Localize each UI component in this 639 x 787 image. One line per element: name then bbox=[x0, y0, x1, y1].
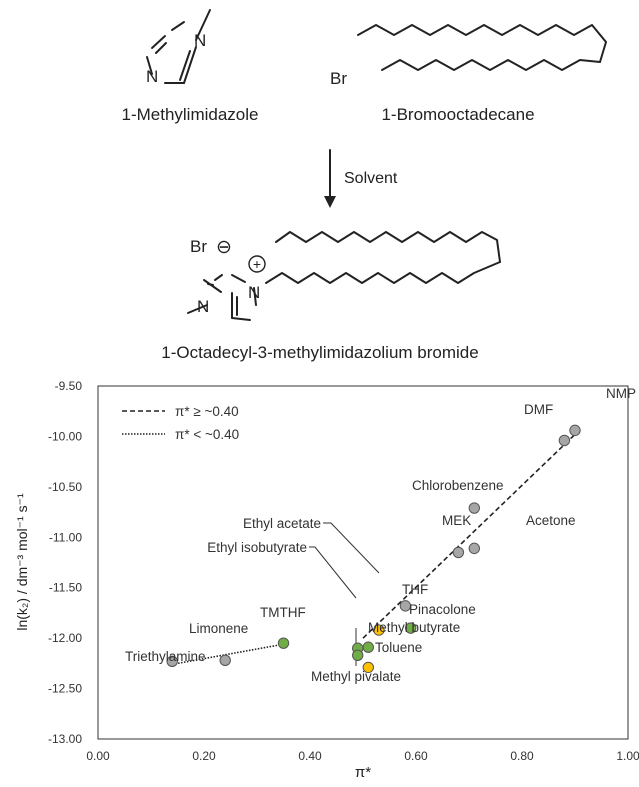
x-tick-label: 0.80 bbox=[510, 749, 534, 763]
bromooctadecane-upper-chain bbox=[357, 24, 607, 63]
data-point-thf bbox=[399, 600, 412, 612]
data-point-methyl-butyrate bbox=[362, 641, 374, 653]
x-tick-label: 0.00 bbox=[86, 749, 110, 763]
y-tick-label: -10.00 bbox=[48, 429, 82, 443]
point-label-chlorobenzene: Chlorobenzene bbox=[412, 478, 504, 493]
x-tick-label: 0.60 bbox=[404, 749, 428, 763]
data-point-ethyl-acetate bbox=[373, 624, 385, 636]
bromooctadecane-lower-chain bbox=[381, 59, 601, 71]
y-tick-label: -12.00 bbox=[48, 631, 82, 645]
point-label-acetone: Acetone bbox=[526, 513, 576, 528]
y-tick-label: -11.50 bbox=[49, 581, 82, 595]
data-point-toluene bbox=[362, 661, 374, 674]
data-point-limonene bbox=[219, 654, 231, 667]
point-label-ethyl-acetate: Ethyl acetate bbox=[243, 516, 321, 531]
data-point-pinacolone bbox=[405, 622, 417, 634]
point-label-mek: MEK bbox=[442, 513, 471, 528]
x-tick-label: 1.00 bbox=[616, 749, 639, 763]
point-label-pinacolone: Pinacolone bbox=[409, 602, 476, 617]
atom-n-ring: N bbox=[146, 67, 158, 86]
point-label-toluene: Toluene bbox=[375, 640, 422, 655]
point-label-tmthf: TMTHF bbox=[260, 605, 306, 620]
leader-ethyl-isobutyrate bbox=[309, 546, 357, 599]
bromide-charge: ⊖ bbox=[216, 237, 232, 258]
x-axis-label: π* bbox=[355, 764, 371, 781]
point-label-dmf: DMF bbox=[524, 402, 553, 417]
methylimidazole-structure bbox=[146, 9, 211, 84]
point-label-nmp: NMP bbox=[606, 386, 636, 401]
product-label: 1-Octadecyl-3-methylimidazolium bromide bbox=[161, 343, 478, 362]
x-tick-label: 0.40 bbox=[298, 749, 322, 763]
reaction-scheme: N N Br 1-Methylimidazole 1-Bromooctadeca… bbox=[122, 9, 607, 362]
plus-charge: + bbox=[253, 256, 261, 272]
plus-charge-circle bbox=[248, 255, 266, 273]
point-label-methyl-butyrate: Methyl butyrate bbox=[368, 620, 460, 635]
reactant1-label: 1-Methylimidazole bbox=[122, 105, 259, 124]
point-label-limonene: Limonene bbox=[189, 621, 248, 636]
point-label-methyl-pivalate: Methyl pivalate bbox=[311, 669, 401, 684]
atom-br-product: Br bbox=[190, 237, 207, 256]
reactant2-label: 1-Bromooctadecane bbox=[381, 105, 534, 124]
data-point-dmf bbox=[558, 434, 571, 447]
imidazolium-structure bbox=[187, 274, 257, 321]
atom-n-product-alkyl: N bbox=[248, 283, 260, 302]
atom-n-product-methyl: N bbox=[197, 297, 209, 316]
data-point-tmthf bbox=[277, 637, 290, 649]
point-label-triethylamine: Triethylamine bbox=[125, 649, 206, 664]
data-point-acetone bbox=[468, 542, 480, 555]
arrow-label: Solvent bbox=[344, 170, 398, 187]
data-point-triethylamine bbox=[166, 655, 178, 668]
plot-frame bbox=[97, 385, 629, 740]
legend-dashed-label: π* ≥ ~0.40 bbox=[175, 404, 239, 419]
fit-line-dotted bbox=[172, 643, 284, 666]
y-tick-label: -11.00 bbox=[49, 530, 82, 544]
data-point-mek bbox=[452, 546, 465, 559]
octadecyl-upper-chain bbox=[275, 231, 501, 263]
data-point-chlorobenzene bbox=[468, 502, 480, 514]
rate-constant-chart: 0.00 0.20 0.40 0.60 0.80 1.00 -9.50 -10.00 -10.… bbox=[14, 379, 639, 781]
octadecyl-lower-chain bbox=[265, 261, 501, 284]
point-label-thf: THF bbox=[402, 582, 428, 597]
y-tick-label: -12.50 bbox=[48, 682, 82, 696]
legend-dotted-label: π* < ~0.40 bbox=[175, 427, 239, 442]
point-label-ethyl-isobutyrate: Ethyl isobutyrate bbox=[207, 540, 307, 555]
data-point-nmp bbox=[569, 424, 581, 437]
y-axis-label: ln(k₂) / dm⁻³ mol⁻¹ s⁻¹ bbox=[14, 493, 30, 631]
atom-br-reactant: Br bbox=[330, 69, 347, 88]
data-point-methyl-pivalate bbox=[352, 649, 364, 661]
fit-line-dashed bbox=[362, 433, 576, 639]
atom-n-methyl: N bbox=[194, 31, 206, 50]
y-tick-label: -13.00 bbox=[48, 732, 82, 746]
y-tick-label: -10.50 bbox=[48, 480, 82, 494]
y-tick-label: -9.50 bbox=[55, 379, 83, 393]
arrow-head bbox=[324, 196, 336, 208]
x-tick-label: 0.20 bbox=[192, 749, 216, 763]
legend: π* ≥ ~0.40 π* < ~0.40 bbox=[122, 404, 239, 442]
leader-ethyl-acetate bbox=[323, 522, 380, 574]
